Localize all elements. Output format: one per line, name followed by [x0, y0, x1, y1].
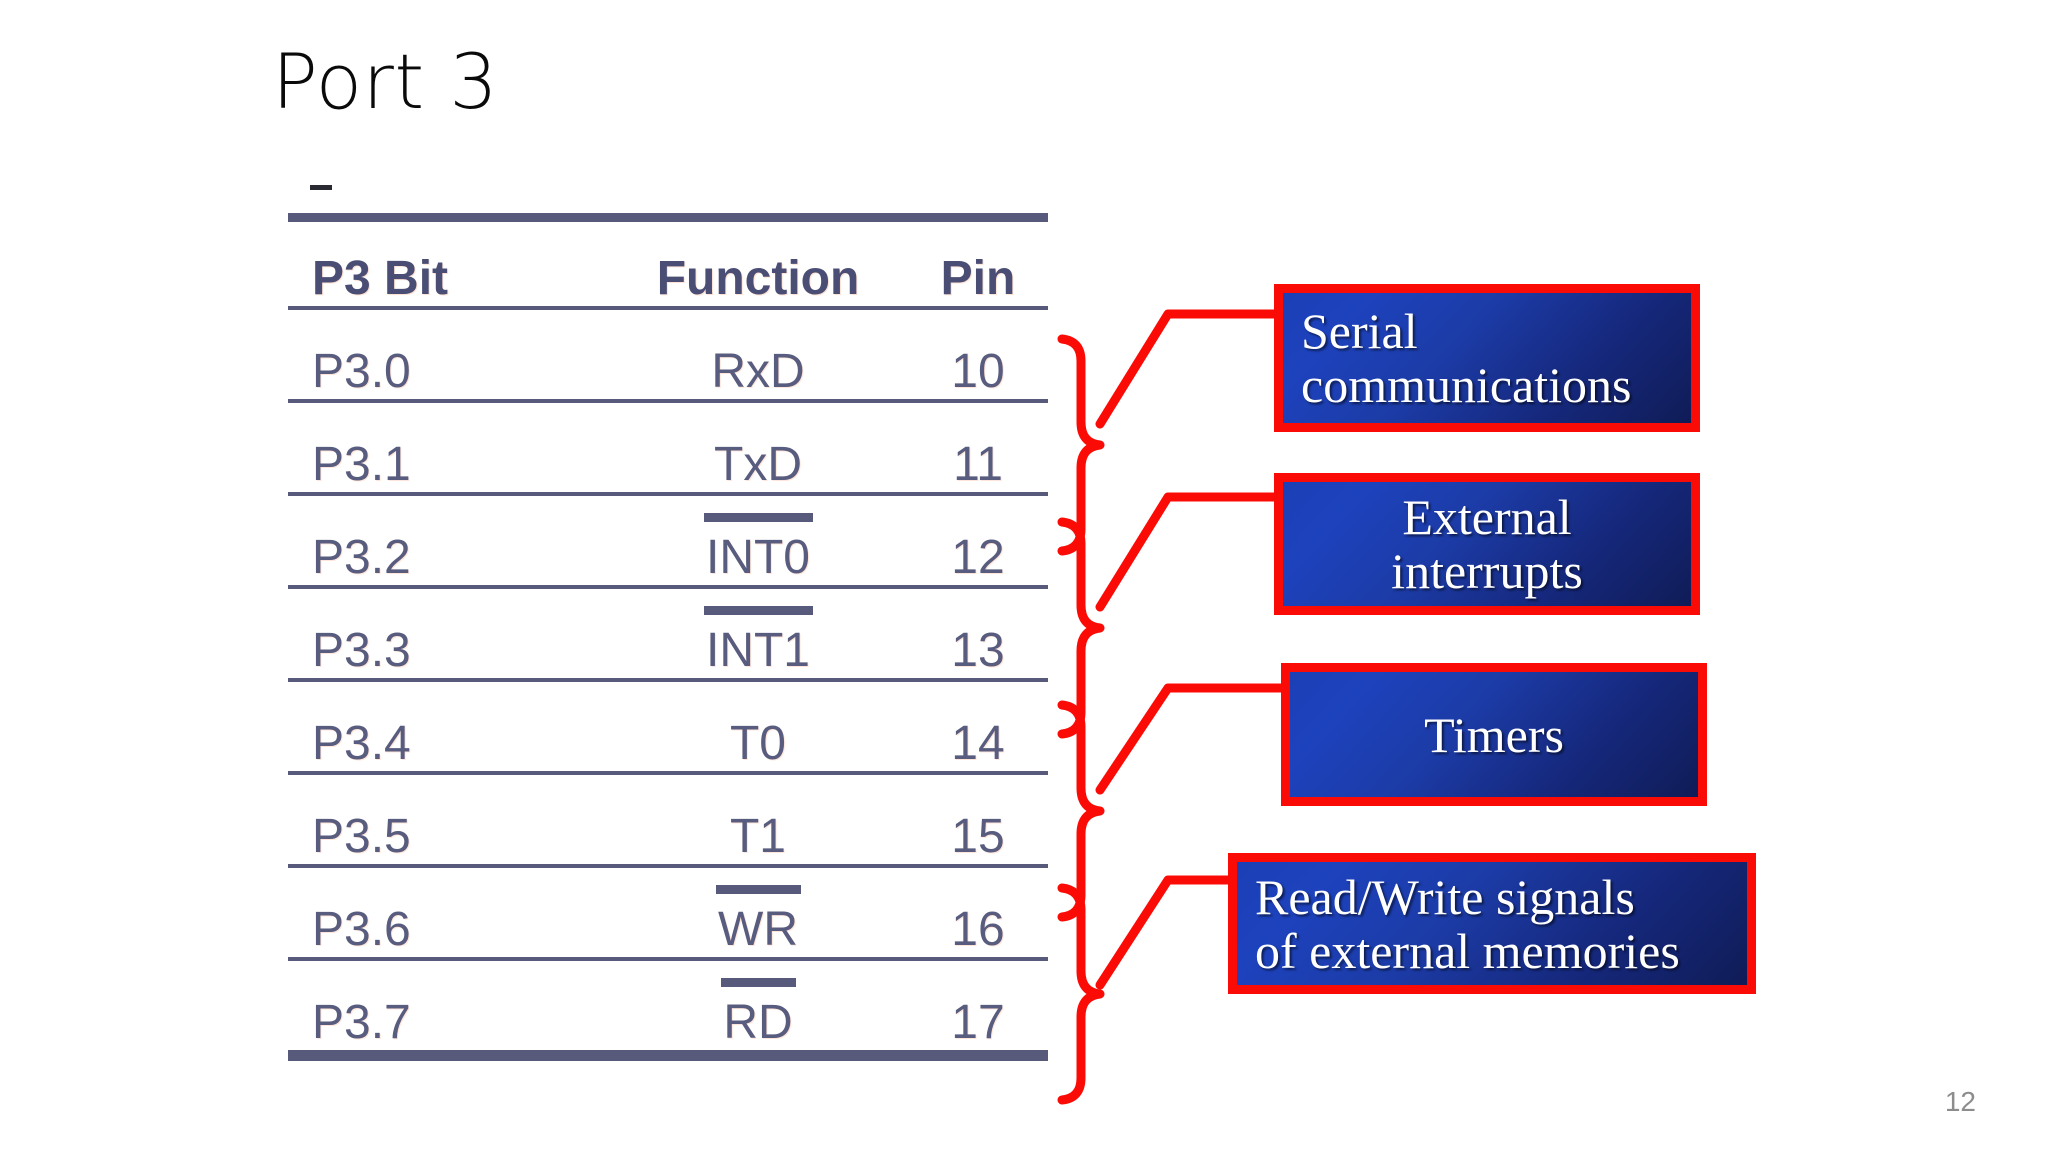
cell-pin: 14 — [951, 717, 1005, 770]
cell-bit: P3.2 — [312, 531, 411, 584]
table-row: P3.3 INT1 13 — [288, 589, 1048, 678]
cell-function: TxD — [714, 438, 802, 491]
callout-line-1: Serial — [1301, 303, 1418, 359]
cell-function-negated: INT1 — [703, 606, 813, 678]
cell-bit: P3.7 — [312, 996, 411, 1049]
column-header-function: Function — [656, 252, 860, 305]
overline-bar — [703, 606, 813, 615]
brace-readwrite — [1057, 883, 1105, 1105]
table-header-row: P3 Bit Function Pin — [288, 222, 1048, 306]
callout-line-1: Read/Write signals — [1255, 868, 1635, 925]
cell-function-negated: INT0 — [703, 513, 813, 585]
callout-line-2: of external memories — [1255, 922, 1680, 979]
callout-line-2: interrupts — [1391, 543, 1583, 599]
table-row-separator — [288, 585, 1048, 589]
cell-function-negated: WR — [716, 885, 801, 957]
table-top-border — [288, 213, 1048, 222]
cell-bit: P3.6 — [312, 903, 411, 956]
cell-function: RD — [723, 996, 793, 1049]
table-row: P3.5 T1 15 — [288, 775, 1048, 864]
cell-function: INT0 — [705, 531, 810, 584]
leader-line-readwrite — [1095, 875, 1237, 990]
callout-line-1: External — [1402, 489, 1572, 545]
cell-function: T0 — [729, 717, 786, 770]
cell-function: INT1 — [705, 624, 810, 677]
cell-function-negated: RD — [721, 978, 796, 1050]
table-row: P3.7 RD 17 — [288, 961, 1048, 1050]
callout-timers: Timers — [1281, 663, 1707, 806]
overline-bar — [716, 885, 801, 894]
overline-bar — [721, 978, 796, 987]
cell-pin: 10 — [951, 345, 1005, 398]
cell-bit: P3.5 — [312, 810, 411, 863]
column-header-p3bit: P3 Bit — [312, 252, 449, 305]
cell-pin: 16 — [951, 903, 1005, 956]
cell-function: T1 — [729, 810, 786, 863]
port3-pin-table: P3 Bit Function Pin P3.0 RxD 10 P3.1 TxD… — [288, 185, 1048, 1061]
callout-serial-communications: Serial communications — [1274, 284, 1700, 432]
table-row: P3.4 T0 14 — [288, 682, 1048, 771]
cell-bit: P3.3 — [312, 624, 411, 677]
table-row-separator — [288, 492, 1048, 496]
table-row: P3.1 TxD 11 — [288, 403, 1048, 492]
leader-line-serial — [1095, 309, 1283, 429]
leader-line-interrupts — [1095, 492, 1283, 612]
column-header-pin: Pin — [940, 252, 1016, 305]
table-row: P3.6 WR 16 — [288, 868, 1048, 957]
overline-bar — [703, 513, 813, 522]
page-number: 12 — [1944, 1086, 1976, 1117]
callout-line-2: communications — [1301, 357, 1632, 413]
callout-external-interrupts: External interrupts — [1274, 473, 1700, 615]
table-row: P3.0 RxD 10 — [288, 310, 1048, 399]
brace-serial — [1057, 334, 1105, 556]
brace-interrupts — [1057, 517, 1105, 739]
callout-read-write-signals: Read/Write signals of external memories — [1228, 853, 1756, 994]
cell-function: WR — [718, 903, 798, 956]
cell-bit: P3.0 — [312, 345, 411, 398]
cell-pin: 13 — [951, 624, 1005, 677]
table-row-separator — [288, 678, 1048, 682]
leader-line-timers — [1095, 683, 1290, 795]
stray-dash-artifact — [310, 185, 332, 190]
cell-bit: P3.1 — [312, 438, 411, 491]
cell-bit: P3.4 — [312, 717, 411, 770]
cell-pin: 12 — [951, 531, 1005, 584]
table-bottom-border — [288, 1050, 1048, 1061]
cell-pin: 17 — [951, 996, 1005, 1049]
table-row: P3.2 INT0 12 — [288, 496, 1048, 585]
brace-timers — [1057, 700, 1105, 922]
cell-pin: 11 — [953, 438, 1003, 491]
page-title: Port 3 — [272, 37, 499, 126]
table-row-separator — [288, 771, 1048, 775]
table-row-separator — [288, 957, 1048, 961]
callout-line-1: Timers — [1424, 706, 1564, 763]
table-header-separator — [288, 306, 1048, 310]
cell-function: RxD — [711, 345, 805, 398]
cell-pin: 15 — [951, 810, 1005, 863]
table-row-separator — [288, 399, 1048, 403]
table-row-separator — [288, 864, 1048, 868]
